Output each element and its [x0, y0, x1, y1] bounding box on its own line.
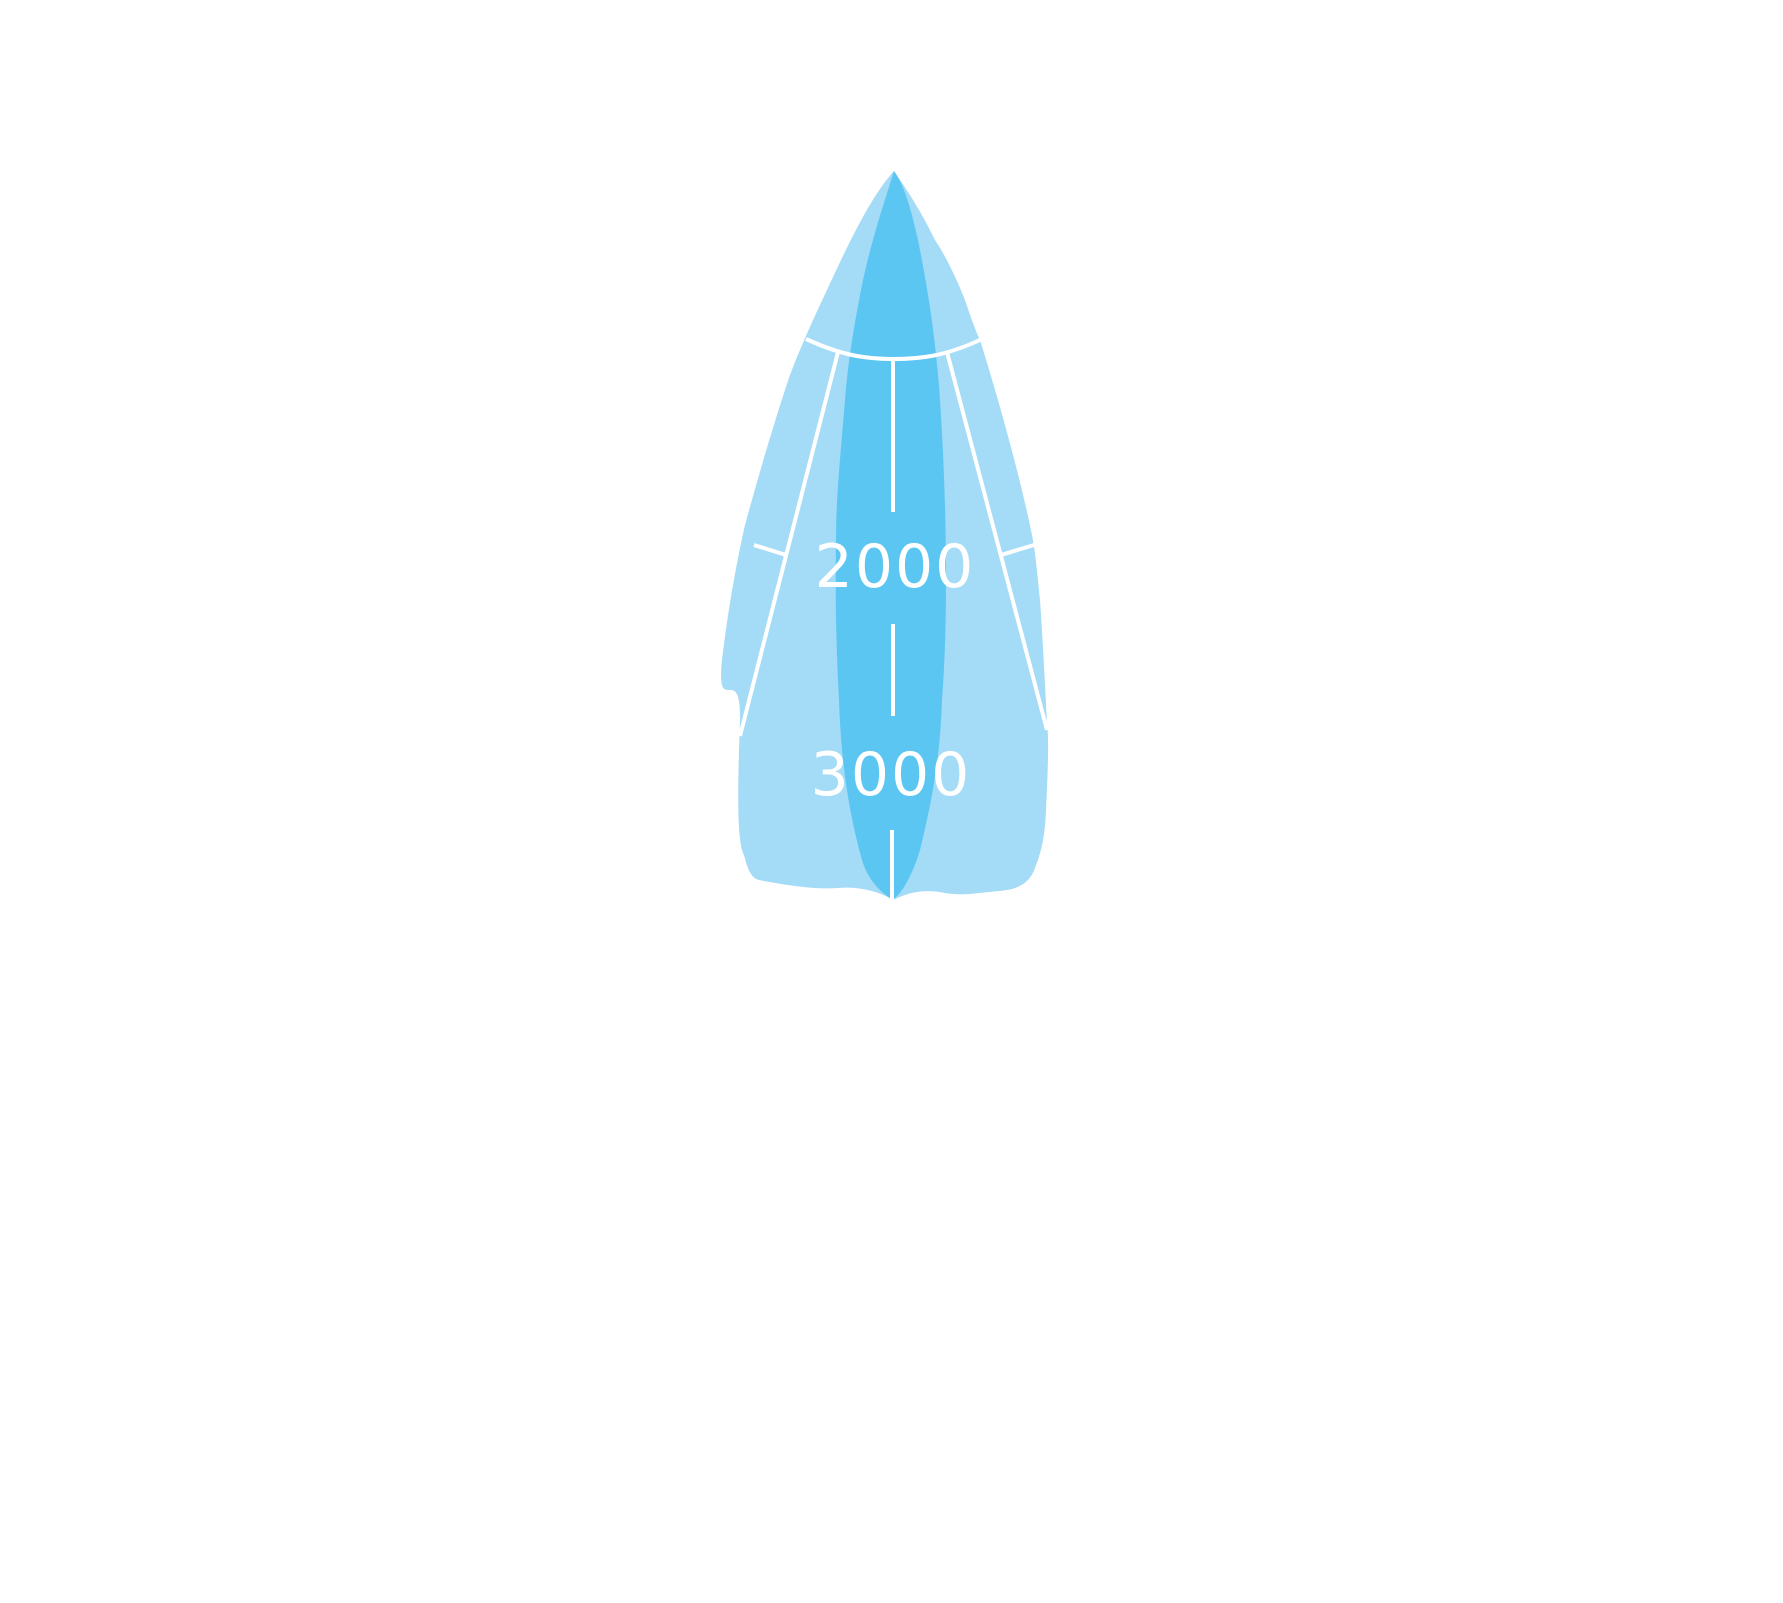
left-tick — [753, 543, 787, 557]
upper-value-label: 2000 — [815, 532, 976, 602]
inner-core — [835, 171, 946, 900]
lower-value-label: 3000 — [811, 740, 972, 810]
right-ridge-line — [945, 351, 1049, 731]
left-ridge-line — [738, 351, 840, 737]
right-tick — [1000, 543, 1035, 557]
